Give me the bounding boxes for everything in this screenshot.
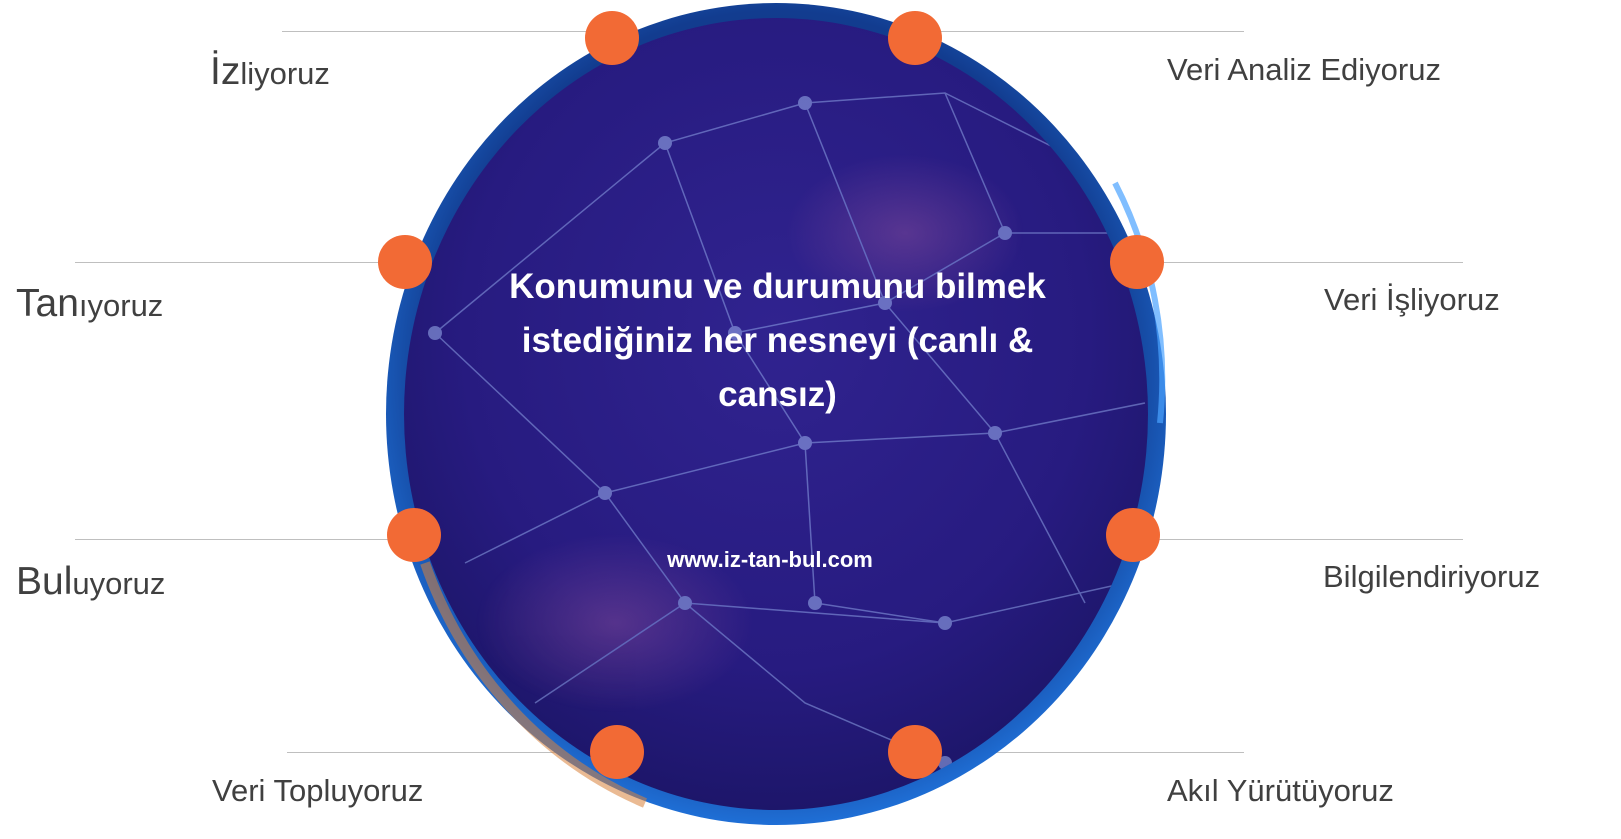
connector-line-taniyoruz — [75, 262, 405, 263]
label-veri-topluyoruz: Veri Topluyoruz — [212, 773, 424, 808]
node-izliyoruz — [585, 11, 639, 65]
center-url: www.iz-tan-bul.com — [667, 547, 873, 572]
label-veri-isliyoruz: Veri İşliyoruz — [1324, 282, 1500, 317]
node-bilgilendiriyoruz — [1106, 508, 1160, 562]
label-taniyoruz: Tanıyoruz — [16, 284, 163, 326]
node-veri-topluyoruz — [590, 725, 644, 779]
connector-line-veri-topluyoruz — [287, 752, 617, 753]
label-veri-analiz: Veri Analiz Ediyoruz — [1167, 52, 1441, 87]
connector-line-veri-isliyoruz — [1137, 262, 1463, 263]
label-akil-yurutuyoruz: Akıl Yürütüyoruz — [1167, 773, 1394, 808]
label-izliyoruz-emphasis: İz — [210, 50, 241, 93]
node-veri-analiz — [888, 11, 942, 65]
node-taniyoruz — [378, 235, 432, 289]
node-veri-isliyoruz — [1110, 235, 1164, 289]
label-izliyoruz-rest: liyoruz — [240, 56, 330, 91]
node-akil-yurutuyoruz — [888, 725, 942, 779]
connector-line-akil-yurutuyoruz — [914, 752, 1244, 753]
label-buluyoruz-emphasis: Bul — [16, 560, 73, 603]
connector-line-izliyoruz — [282, 31, 612, 32]
label-izliyoruz: İzliyoruz — [210, 52, 330, 94]
connector-line-bilgilendiriyoruz — [1133, 539, 1463, 540]
node-buluyoruz — [387, 508, 441, 562]
globe-image — [386, 3, 1166, 825]
label-buluyoruz: Buluyoruz — [16, 562, 165, 604]
connector-line-buluyoruz — [75, 539, 415, 540]
connector-line-veri-analiz — [914, 31, 1244, 32]
label-bilgilendiriyoruz: Bilgilendiriyoruz — [1323, 559, 1541, 594]
label-taniyoruz-rest: ıyoruz — [78, 288, 164, 323]
center-headline: Konumunu ve durumunu bilmek istediğiniz … — [509, 267, 1046, 414]
label-taniyoruz-emphasis: Tan — [16, 282, 79, 325]
label-buluyoruz-rest: uyoruz — [72, 566, 166, 601]
